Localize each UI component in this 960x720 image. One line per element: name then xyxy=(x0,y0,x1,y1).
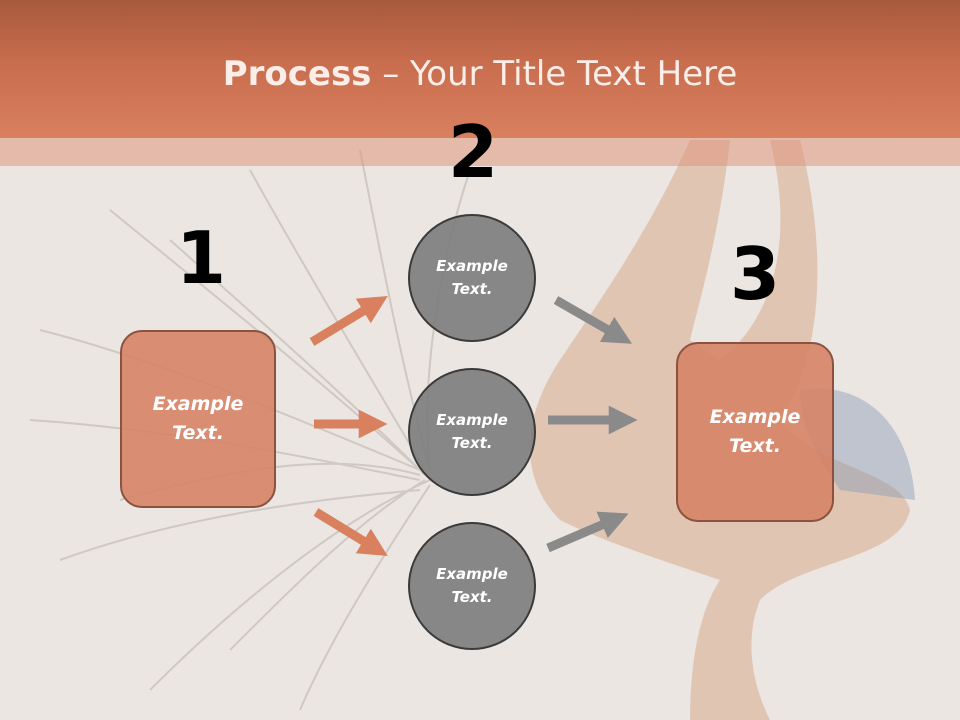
circle-1-text: Example Text. xyxy=(436,257,508,298)
page-title: Process – Your Title Text Here xyxy=(0,52,960,96)
step-3-box: Example Text. xyxy=(676,342,834,522)
title-bar-band xyxy=(0,138,960,166)
step-1-box-text: Example Text. xyxy=(152,393,244,444)
title-bold: Process xyxy=(222,54,372,94)
step-number-3: 3 xyxy=(730,232,781,316)
step-2-circle-3: Example Text. xyxy=(408,522,536,650)
title-bar xyxy=(0,0,960,138)
circle-2-text: Example Text. xyxy=(436,411,508,452)
step-number-1: 1 xyxy=(176,216,227,300)
step-1-box: Example Text. xyxy=(120,330,276,508)
step-2-circle-1: Example Text. xyxy=(408,214,536,342)
title-rest: – Your Title Text Here xyxy=(371,54,738,94)
step-3-box-text: Example Text. xyxy=(709,406,801,457)
circle-3-text: Example Text. xyxy=(436,565,508,606)
step-number-2: 2 xyxy=(448,110,499,194)
step-2-circle-2: Example Text. xyxy=(408,368,536,496)
